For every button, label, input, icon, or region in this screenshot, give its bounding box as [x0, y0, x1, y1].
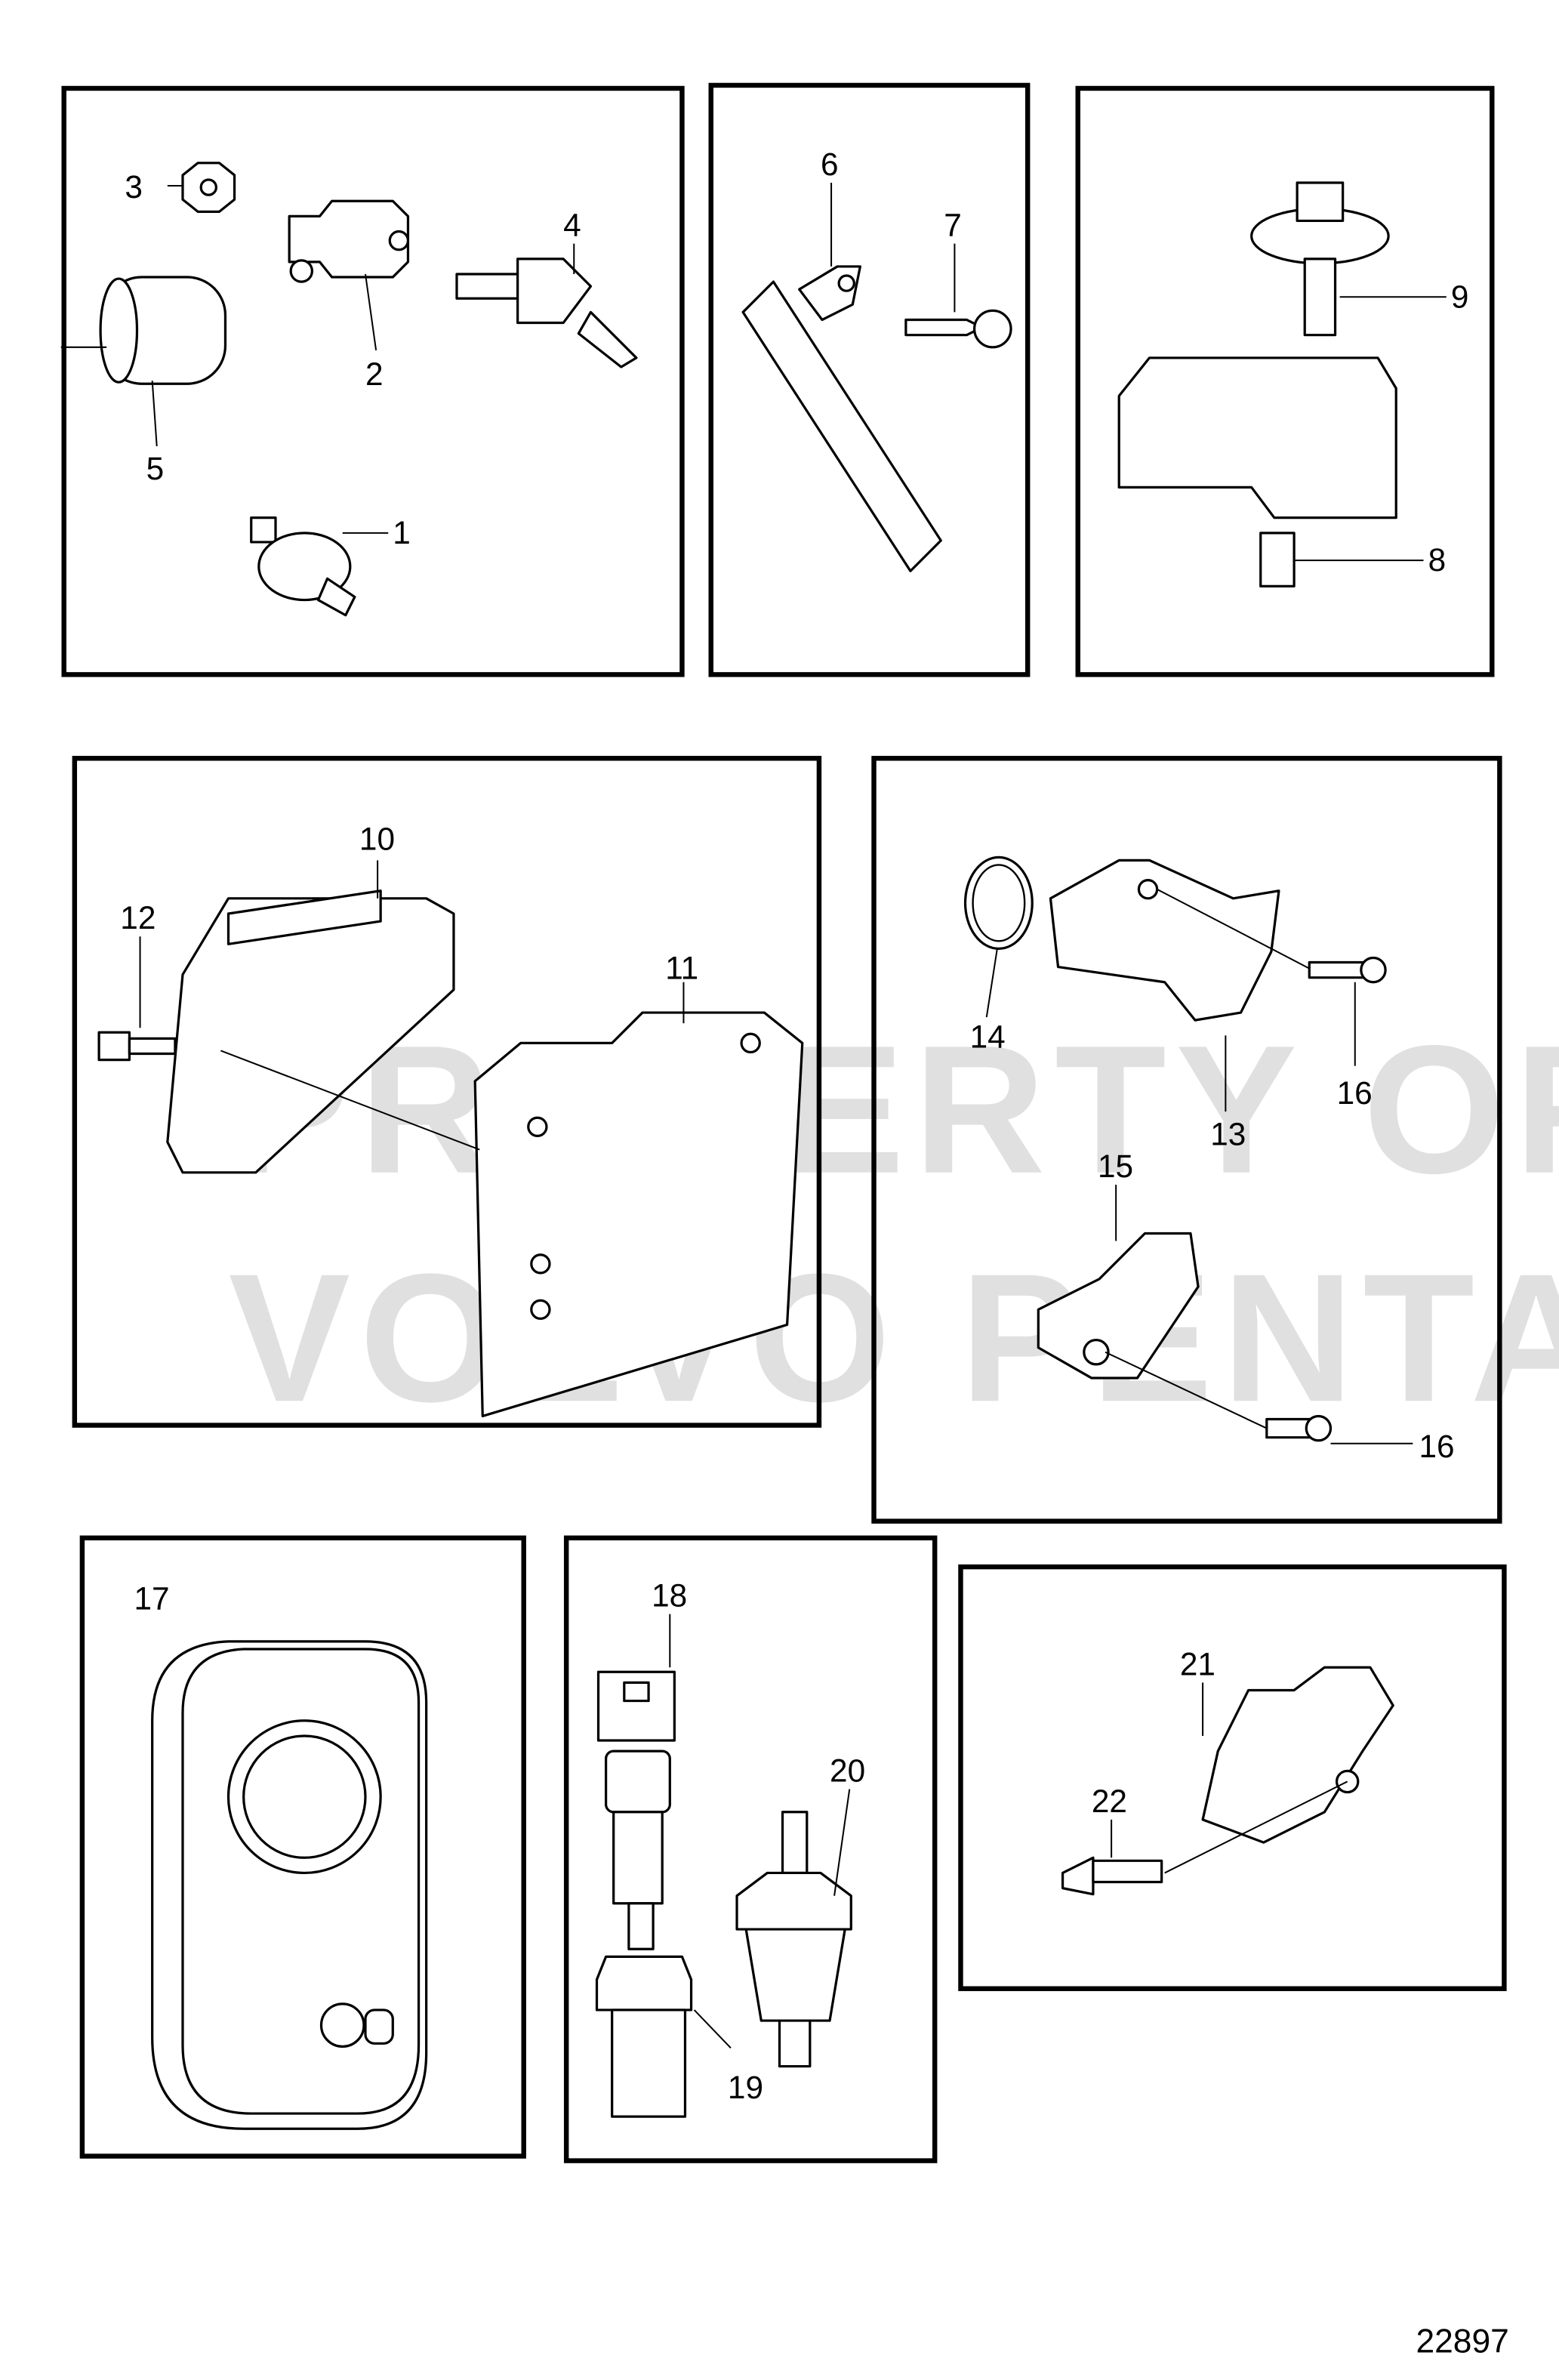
tee-fitting-part-2	[288, 199, 410, 279]
callout-9: 9	[1451, 279, 1469, 314]
callout-21: 21	[1180, 1646, 1215, 1682]
callout-6: 6	[821, 146, 839, 182]
camshaft-sensor-part-13	[1049, 859, 1280, 1022]
callout-16-upper: 16	[1337, 1075, 1373, 1111]
callout-13: 13	[1210, 1117, 1246, 1152]
panel-map-sensor: 9 8	[1075, 85, 1495, 677]
control-unit-part-10	[166, 897, 455, 1174]
panel-gauge: 17	[79, 1535, 526, 2159]
callout-8: 8	[1428, 542, 1447, 578]
callout-14: 14	[970, 1019, 1006, 1054]
callout-15: 15	[1098, 1148, 1133, 1184]
callout-16-lower: 16	[1419, 1429, 1454, 1464]
callout-12: 12	[120, 900, 156, 936]
panel-frame	[958, 1564, 1507, 1991]
panel-frame	[72, 756, 822, 1428]
adapter-part-19	[595, 1955, 693, 2012]
callout-7: 7	[944, 208, 962, 243]
panel-speed-sensor: 21 22	[958, 1564, 1507, 1991]
sender-part-20-stud	[781, 1811, 809, 1875]
watermark-line-2: VOLVO PENTA	[228, 1236, 1559, 1440]
callout-2: 2	[365, 356, 384, 392]
panel-pressure-sensors: 3 2 4 5 1	[60, 85, 685, 677]
watermark: PROPERTY OF VOLVO PENTA	[228, 1008, 1559, 1440]
panel-frame	[708, 82, 1031, 677]
crank-sensor-part-15	[1037, 1232, 1200, 1380]
screw-part-7	[904, 318, 984, 337]
callout-22: 22	[1092, 1783, 1127, 1819]
map-sensor-part-8	[1117, 356, 1397, 519]
callout-5: 5	[146, 451, 165, 486]
sensor-part-4-thread	[455, 273, 519, 300]
callout-1: 1	[393, 515, 411, 550]
panel-frame	[61, 85, 685, 677]
panel-frame	[871, 756, 1502, 1524]
panel-frame	[1075, 85, 1495, 677]
panel-frame	[79, 1535, 526, 2159]
panel-temperature-senders: 18 19 20	[563, 1535, 938, 2163]
panel-control-unit: 10 11 12	[72, 756, 822, 1428]
callout-20: 20	[830, 1753, 865, 1788]
switch-part-1-thread	[250, 516, 277, 544]
panel-position-sensors: 14 13 16 15 16	[871, 756, 1502, 1524]
panel-frame	[563, 1535, 938, 2163]
illustration-reference-number: 22897	[1416, 2323, 1508, 2360]
bolt-part-12	[97, 1031, 131, 1062]
sensor-probe-part-6	[741, 280, 942, 572]
callout-11: 11	[665, 951, 698, 986]
bolt-part-22	[1061, 1856, 1095, 1896]
callout-18: 18	[652, 1578, 687, 1614]
callout-10: 10	[359, 821, 395, 856]
callout-4: 4	[563, 208, 581, 243]
bracket-part-11	[473, 1011, 804, 1418]
sender-part-20	[735, 1871, 852, 1931]
sensor-part-4	[516, 257, 593, 325]
watermark-line-1: PROPERTY OF	[228, 1008, 1559, 1212]
sensor-part-21	[1201, 1666, 1394, 1844]
callout-19: 19	[728, 2070, 763, 2105]
callout-17: 17	[134, 1581, 169, 1617]
o-ring-part-14	[963, 856, 1034, 950]
panel-temperature-sensor: 6 7	[708, 82, 1031, 677]
callout-3: 3	[125, 169, 143, 205]
